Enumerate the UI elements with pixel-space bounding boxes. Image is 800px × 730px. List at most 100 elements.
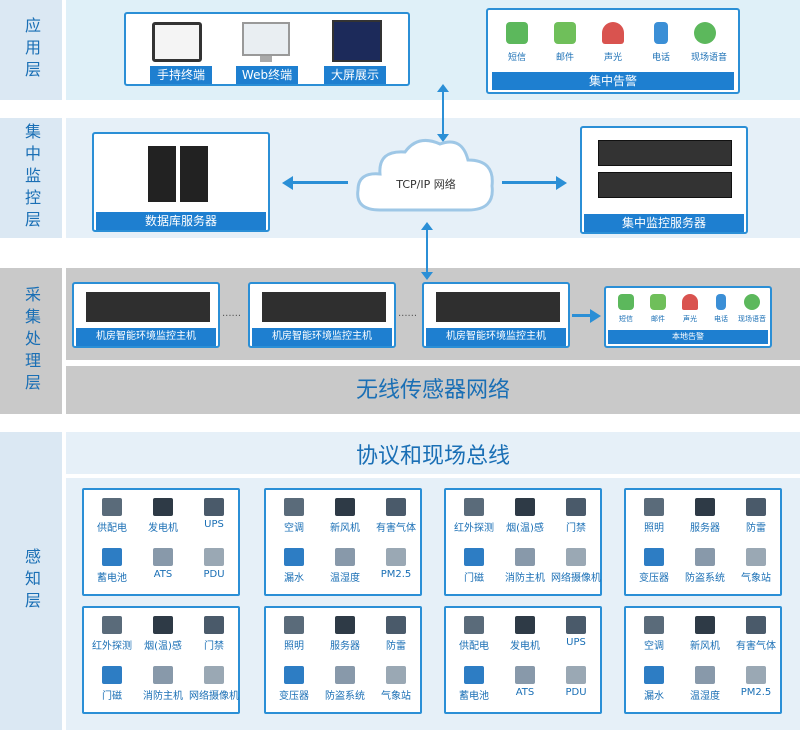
sensor-device-icon [284,666,304,684]
sensor-device-icon [566,548,586,566]
band-wireless [66,366,800,414]
sensor-item: 门磁 [86,666,138,714]
alarm-mail-label: 邮件 [555,53,574,63]
local-mail-label: 邮件 [651,315,665,323]
sensor-item: 变压器 [268,666,320,714]
sensor-item-label: 服务器 [690,523,720,534]
sensor-item: 网络摄像机 [188,666,240,714]
rack-server-image-1 [598,140,732,166]
sensor-device-icon [464,666,484,684]
big-screen-label: 大屏展示 [324,66,386,84]
arrow-down-head-1 [437,134,449,142]
sensor-device-icon [386,666,406,684]
sensor-item-label: 门磁 [102,691,122,702]
alarm-voice-label: 现场语音 [690,53,727,63]
host-device-image-3 [436,292,560,322]
sensor-device-icon [644,498,664,516]
sensor-device-icon [695,666,715,684]
local-voice-label: 现场语音 [738,315,766,323]
mail-icon [554,22,576,44]
voice-icon [694,22,716,44]
arrow-cloud-db [292,181,348,184]
host-box-2: 机房智能环境监控主机 [248,282,396,348]
sensor-device-icon [204,498,224,516]
dots-2: ...... [398,308,418,319]
sensor-item: 有害气体 [730,616,782,664]
local-sms-label: 短信 [619,315,633,323]
sensor-device-icon [153,666,173,684]
rack-server-image-2 [598,172,732,198]
sensor-item-label: 防盗系统 [685,573,725,584]
sensor-item: 红外探测 [86,616,138,664]
layer-bg-central [0,118,62,238]
sensor-device-icon [746,498,766,516]
host-device-image-1 [86,292,210,322]
sensor-item: 防雷 [730,498,782,546]
sensor-item-label: 防盗系统 [325,691,365,702]
arrow-left-head [282,176,293,190]
sensor-item: UPS [188,498,240,546]
sensor-device-icon [386,548,406,566]
sensor-device-icon [464,498,484,516]
host-label-1: 机房智能环境监控主机 [76,328,216,346]
sensor-item-label: PM2.5 [740,687,772,698]
sensor-device-icon [566,666,586,684]
sensor-item-label: 有害气体 [376,523,416,534]
web-monitor-image [242,22,290,56]
sensor-device-icon [284,616,304,634]
sensor-item-label: 防雷 [386,641,406,652]
sensor-item: 消防主机 [499,548,551,596]
host-label-3: 机房智能环境监控主机 [426,328,566,346]
sensor-device-icon [695,498,715,516]
arrow-cloud-monitor [502,181,558,184]
sensor-item: 新风机 [319,498,371,546]
local-phone-icon [716,294,726,310]
big-screen-image [332,20,382,62]
arrow-up-head [437,84,449,92]
cloud-label: TCP/IP 网络 [396,178,456,191]
monitor-stand [260,56,272,62]
sensor-item: 供配电 [448,616,500,664]
sensor-item-label: 漏水 [284,573,304,584]
arrow-host-local-alarm [572,314,592,317]
sensor-item-label: 漏水 [644,691,664,702]
local-voice-icon [744,294,760,310]
sensor-device-icon [204,666,224,684]
sensor-item-label: UPS [566,637,586,648]
sensor-device-icon [515,548,535,566]
sensor-device-icon [335,666,355,684]
sensor-device-icon [284,498,304,516]
handheld-terminal-label: 手持终端 [150,66,212,84]
db-server-label: 数据库服务器 [96,212,266,230]
sensor-item: 变压器 [628,548,680,596]
sensor-item: 照明 [628,498,680,546]
local-light-label: 声光 [683,315,697,323]
sensor-item-label: 门禁 [566,523,586,534]
web-terminal-label: Web终端 [236,66,298,84]
host-box-3: 机房智能环境监控主机 [422,282,570,348]
sensor-item: 漏水 [628,666,680,714]
host-box-1: 机房智能环境监控主机 [72,282,220,348]
layer-bg-collect [0,268,62,414]
sensor-item-label: 温湿度 [690,691,720,702]
layer-bg-sense [0,432,62,730]
sensor-device-icon [204,548,224,566]
sensor-item: PM2.5 [370,548,422,596]
sensor-device-icon [153,548,173,566]
sensor-item: 发电机 [499,616,551,664]
sensor-item: 防盗系统 [679,548,731,596]
sensor-device-icon [102,666,122,684]
db-server-image-1 [148,146,176,202]
sensor-item-label: 照明 [284,641,304,652]
sensor-device-icon [695,616,715,634]
sensor-item: 红外探测 [448,498,500,546]
sensor-item-label: 网络摄像机 [551,573,601,584]
sensor-item: PDU [550,666,602,714]
sensor-item-label: 气象站 [741,573,771,584]
sensor-item: PM2.5 [730,666,782,714]
sensor-item-label: 消防主机 [505,573,545,584]
sensor-item-label: 变压器 [279,691,309,702]
sensor-group-5: 红外探测烟(温)感门禁门磁消防主机网络摄像机 [82,606,240,714]
sensor-group-3: 红外探测烟(温)感门禁门磁消防主机网络摄像机 [444,488,602,596]
